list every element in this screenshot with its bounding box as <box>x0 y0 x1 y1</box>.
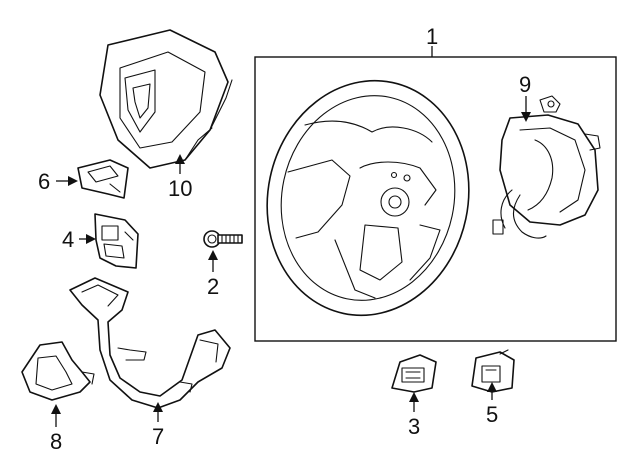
control-switch-left[interactable] <box>94 213 139 269</box>
airbag-module[interactable] <box>99 29 233 169</box>
callout-9: 9 <box>519 72 531 97</box>
callout-3: 3 <box>408 414 420 439</box>
callout-5: 5 <box>486 402 498 427</box>
leader-lines <box>51 96 531 427</box>
callout-2: 2 <box>207 274 219 299</box>
callout-10: 10 <box>168 176 192 201</box>
mounting-screw[interactable] <box>203 230 243 248</box>
steering-wheel-group-frame <box>254 46 617 342</box>
callout-7: 7 <box>152 424 164 449</box>
lower-bezel[interactable] <box>21 341 95 401</box>
callout-4: 4 <box>62 227 74 252</box>
callout-8: 8 <box>50 429 62 454</box>
callout-6: 6 <box>38 169 50 194</box>
steering-wheel[interactable] <box>246 62 491 334</box>
callout-1: 1 <box>426 24 438 49</box>
switch-bezel-small[interactable] <box>77 159 129 199</box>
control-switch-bottom[interactable] <box>391 354 437 393</box>
lower-trim-cover[interactable] <box>69 277 231 409</box>
control-switch-right[interactable] <box>471 349 515 393</box>
clock-spring[interactable] <box>492 95 601 239</box>
